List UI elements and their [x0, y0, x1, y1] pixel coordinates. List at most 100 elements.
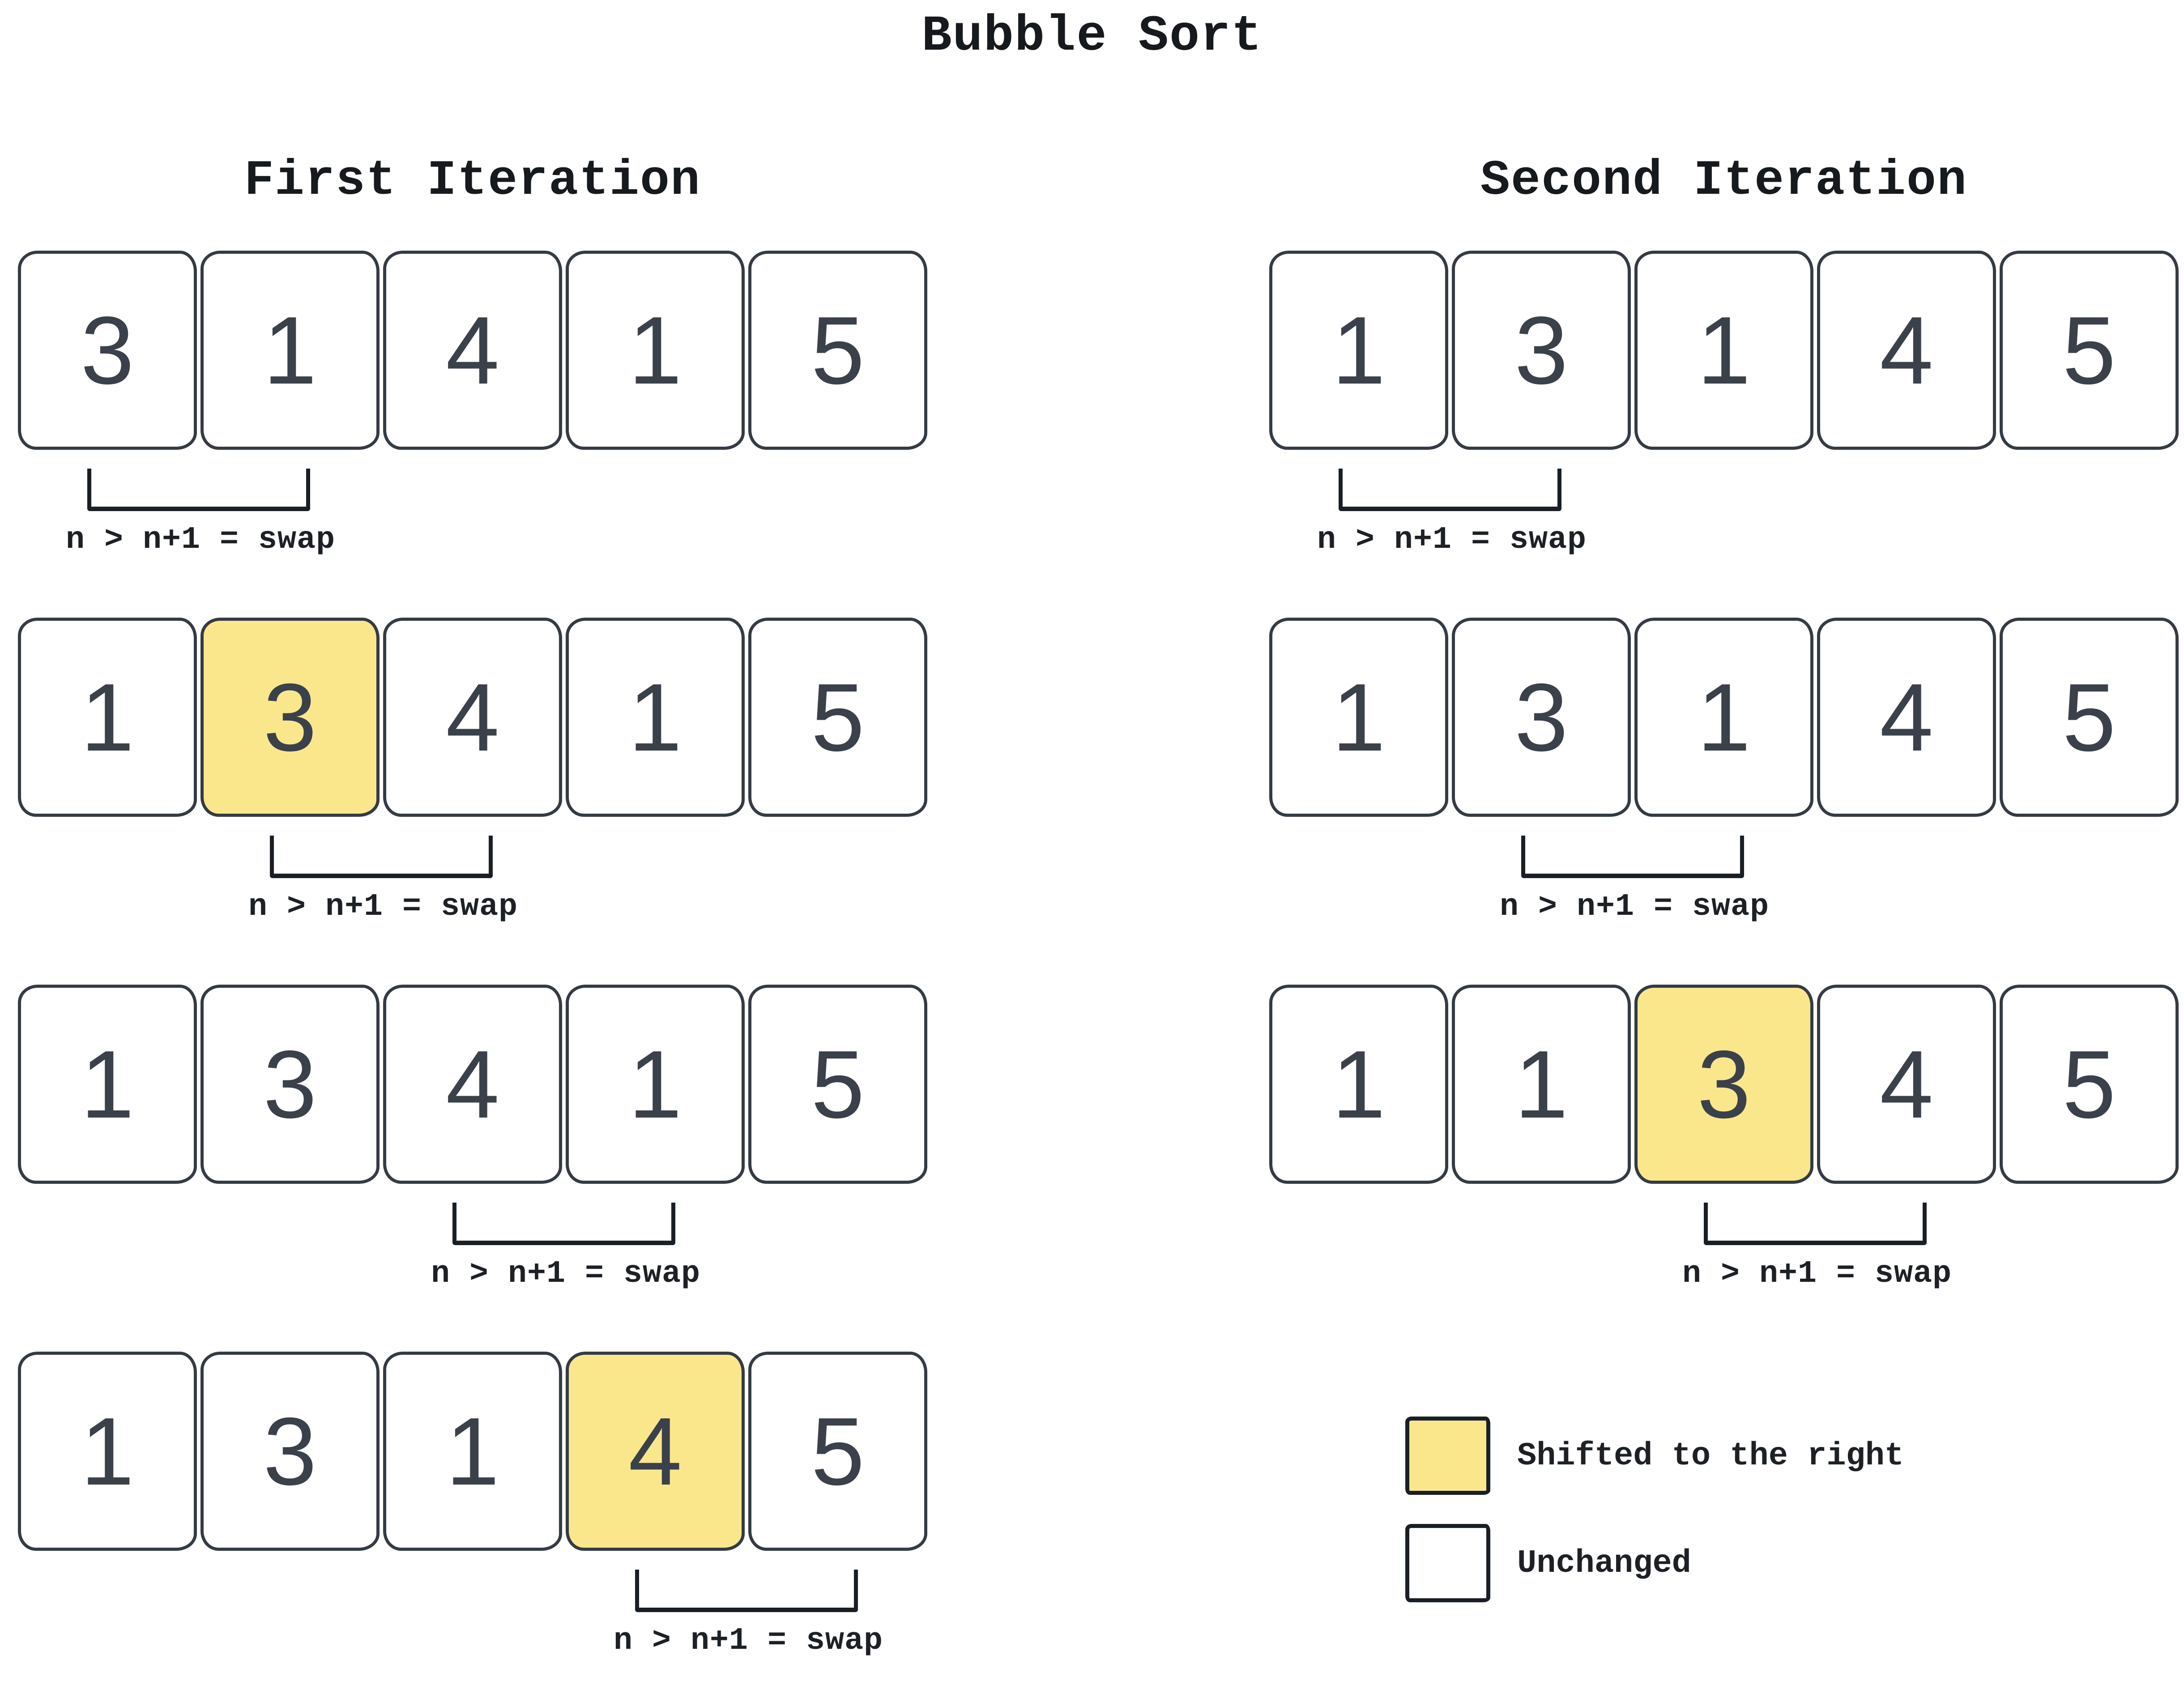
cell-value: 3 — [1514, 663, 1568, 771]
sort-step: 1 3 4 1 5 n > n+1 = swap — [18, 985, 927, 1292]
legend-item-shifted: Shifted to the right — [1405, 1417, 2179, 1495]
array-cell: 1 — [1634, 618, 1813, 817]
compare-bracket — [270, 836, 493, 878]
legend: Shifted to the right Unchanged — [1405, 1417, 2179, 1602]
array-cell: 5 — [2000, 985, 2179, 1184]
legend-swatch-shifted — [1405, 1417, 1490, 1495]
array-cell: 1 — [18, 1352, 197, 1551]
cell-value: 3 — [81, 296, 134, 404]
swap-rule-label: n > n+1 = swap — [1682, 1256, 1952, 1292]
swap-rule-label: n > n+1 = swap — [1499, 889, 1770, 925]
cell-value: 3 — [263, 663, 317, 771]
array-cell-highlighted: 3 — [1634, 985, 1813, 1184]
cell-value: 1 — [1514, 1030, 1568, 1138]
cell-value: 5 — [811, 296, 865, 404]
array-cell: 1 — [566, 618, 745, 817]
array-cell-highlighted: 4 — [566, 1352, 745, 1551]
array-cell: 5 — [748, 251, 927, 450]
array-cell: 3 — [1452, 251, 1631, 450]
cell-value: 1 — [628, 1030, 682, 1138]
cell-value: 5 — [811, 1030, 865, 1138]
array-cell: 1 — [566, 985, 745, 1184]
swap-rule-label: n > n+1 = swap — [1317, 522, 1587, 558]
cell-value: 1 — [1332, 296, 1386, 404]
array-cell: 1 — [18, 985, 197, 1184]
compare-bracket — [1521, 836, 1744, 878]
cell-value: 4 — [1880, 663, 1933, 771]
cell-value: 5 — [2062, 296, 2116, 404]
array-cell: 1 — [1269, 985, 1448, 1184]
array-cell: 4 — [1817, 985, 1996, 1184]
array-cell: 1 — [1634, 251, 1813, 450]
array-cell: 4 — [1817, 618, 1996, 817]
compare-bracket — [452, 1203, 675, 1245]
array-cell: 1 — [1269, 618, 1448, 817]
sort-step: 1 3 1 4 5 n > n+1 = swap — [1269, 618, 2179, 925]
legend-item-unchanged: Unchanged — [1405, 1524, 2179, 1602]
cell-value: 3 — [263, 1397, 317, 1505]
diagram-title: Bubble Sort — [921, 8, 1263, 65]
column-heading-first: First Iteration — [244, 153, 701, 209]
column-heading-second: Second Iteration — [1480, 153, 1968, 209]
array-row: 1 3 1 4 5 — [18, 1352, 927, 1551]
array-cell: 1 — [1269, 251, 1448, 450]
cell-value: 1 — [263, 296, 317, 404]
cell-value: 5 — [811, 1397, 865, 1505]
cell-value: 1 — [81, 1397, 134, 1505]
array-cell: 1 — [566, 251, 745, 450]
array-cell: 5 — [748, 1352, 927, 1551]
swap-rule-label: n > n+1 = swap — [248, 889, 518, 925]
cell-value: 4 — [446, 296, 499, 404]
array-cell: 3 — [200, 1352, 380, 1551]
array-cell: 5 — [748, 985, 927, 1184]
cell-value: 1 — [1697, 663, 1751, 771]
cell-value: 1 — [628, 296, 682, 404]
cell-value: 4 — [446, 1030, 499, 1138]
array-cell-highlighted: 3 — [200, 618, 380, 817]
cell-value: 1 — [1697, 296, 1751, 404]
swap-rule-label: n > n+1 = swap — [613, 1623, 883, 1659]
swap-rule-label: n > n+1 = swap — [431, 1256, 701, 1292]
cell-value: 4 — [1880, 1030, 1933, 1138]
compare-bracket — [1704, 1203, 1927, 1245]
compare-bracket — [635, 1570, 858, 1612]
array-cell: 4 — [1817, 251, 1996, 450]
cell-value: 4 — [446, 663, 499, 771]
cell-value: 4 — [628, 1397, 682, 1505]
cell-value: 5 — [2062, 1030, 2116, 1138]
array-cell: 5 — [748, 618, 927, 817]
legend-label-unchanged: Unchanged — [1517, 1545, 1691, 1582]
array-cell: 3 — [1452, 618, 1631, 817]
array-cell: 1 — [383, 1352, 562, 1551]
array-cell: 1 — [1452, 985, 1631, 1184]
legend-swatch-unchanged — [1405, 1524, 1490, 1602]
cell-value: 5 — [811, 663, 865, 771]
array-row: 3 1 4 1 5 — [18, 251, 927, 450]
array-cell: 3 — [200, 985, 380, 1184]
array-cell: 5 — [2000, 618, 2179, 817]
legend-label-shifted: Shifted to the right — [1517, 1437, 1904, 1474]
array-row: 1 3 1 4 5 — [1269, 618, 2179, 817]
cell-value: 1 — [81, 1030, 134, 1138]
cell-value: 1 — [81, 663, 134, 771]
sort-step: 1 3 1 4 5 n > n+1 = swap — [18, 1352, 927, 1659]
cell-value: 4 — [1880, 296, 1933, 404]
compare-bracket — [87, 469, 310, 511]
cell-value: 3 — [263, 1030, 317, 1138]
cell-value: 5 — [2062, 663, 2116, 771]
cell-value: 1 — [1332, 663, 1386, 771]
cell-value: 1 — [446, 1397, 499, 1505]
array-cell: 4 — [383, 985, 562, 1184]
